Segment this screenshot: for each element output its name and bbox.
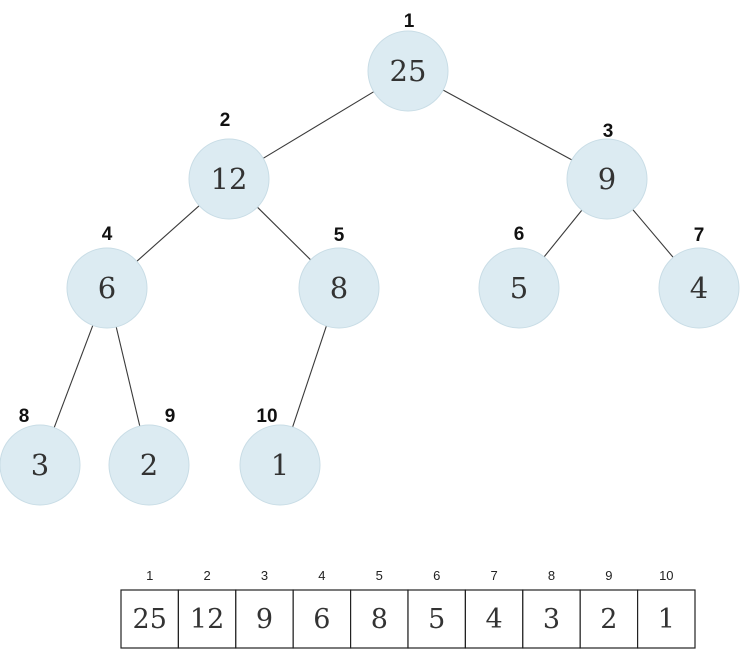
tree-node-7: 47 (658, 225, 740, 329)
array-cell-box (177, 589, 237, 649)
node-circle (478, 247, 560, 329)
array-cell-index: 3 (261, 568, 268, 583)
array-cell-value: 25 (133, 604, 167, 635)
array-cell-value: 12 (190, 604, 224, 635)
array-cell-2: 12 2 (177, 568, 237, 649)
node-index-label: 6 (514, 224, 525, 245)
array-cell-box (120, 589, 180, 649)
tree-node-6: 56 (478, 224, 560, 329)
node-circle (0, 424, 81, 506)
tree-node-8: 38 (0, 406, 81, 506)
array-cell-value: 3 (543, 604, 560, 635)
node-index-label: 8 (19, 406, 30, 427)
tree-node-3: 93 (566, 121, 648, 220)
node-index-label: 1 (404, 11, 415, 32)
node-value: 2 (140, 448, 158, 482)
array-cell-box (636, 589, 696, 649)
node-index-label: 3 (603, 121, 614, 142)
node-circle (367, 30, 449, 112)
array-cell-value: 9 (256, 604, 273, 635)
node-index-label: 7 (694, 225, 705, 246)
array-cell-index: 10 (659, 568, 673, 583)
node-circle (239, 424, 321, 506)
array-cell-9: 29 (579, 568, 639, 649)
node-circle (108, 424, 190, 506)
array-cell-value: 4 (486, 604, 503, 635)
array-cell-box (350, 589, 409, 649)
node-index-label: 10 (256, 406, 277, 427)
tree-node-5: 85 (298, 225, 380, 329)
array-cell-8: 38 (522, 568, 581, 649)
node-value: 1 (271, 448, 289, 482)
node-value: 3 (31, 448, 49, 482)
array-cell-index: 8 (548, 568, 555, 583)
node-index-label: 5 (334, 225, 345, 246)
array-cell-5: 85 (350, 568, 409, 649)
node-value: 25 (390, 54, 427, 88)
node-value: 5 (510, 271, 528, 305)
node-value: 4 (690, 271, 708, 305)
node-value: 6 (98, 271, 116, 305)
edge-3-6 (543, 209, 583, 258)
array-cell-box (407, 589, 467, 649)
edge-3-7 (632, 209, 674, 258)
node-circle (66, 247, 148, 329)
node-circle (298, 247, 380, 329)
node-value: 8 (330, 271, 348, 305)
tree-node-9: 29 (108, 406, 190, 506)
array-cell-index: 9 (605, 568, 612, 583)
tree-node-2: 12 2 (188, 110, 270, 220)
array-cell-value: 6 (313, 604, 330, 635)
array-cell-value: 2 (600, 604, 617, 635)
tree-node-4: 64 (66, 224, 148, 329)
node-circle (188, 138, 270, 220)
array-cell-1: 25 1 (120, 568, 180, 649)
array-cell-index: 2 (203, 568, 210, 583)
node-index-label: 2 (220, 110, 231, 131)
tree-edges (53, 89, 674, 428)
node-index-label: 9 (165, 406, 176, 427)
node-value: 12 (211, 162, 248, 196)
array-cell-10: 1 10 (636, 568, 696, 649)
array-cell-4: 64 (292, 568, 352, 649)
array-cell-index: 7 (490, 568, 497, 583)
array-cell-index: 5 (376, 568, 383, 583)
edge-4-9 (115, 326, 141, 427)
edge-5-10 (292, 325, 327, 428)
array-cell-6: 56 (407, 568, 467, 649)
array-cell-value: 8 (371, 604, 388, 635)
array-cell-7: 47 (464, 568, 524, 649)
array-cell-value: 5 (428, 604, 445, 635)
tree-node-10: 1 10 (239, 406, 321, 506)
array-cell-index: 6 (433, 568, 440, 583)
edge-2-4 (136, 205, 200, 262)
node-value: 9 (598, 162, 616, 196)
array-cell-index: 1 (146, 568, 153, 583)
array-cell-value: 1 (658, 604, 675, 635)
tree-node-1: 25 1 (367, 11, 449, 112)
node-index-label: 4 (102, 224, 113, 245)
array-cell-box (292, 589, 352, 649)
array-cell-box (235, 589, 294, 649)
edge-4-8 (53, 325, 94, 428)
node-circle (658, 247, 740, 329)
edge-1-3 (442, 89, 573, 161)
edge-1-2 (262, 91, 375, 159)
node-circle (566, 138, 648, 220)
edge-2-5 (257, 206, 311, 261)
array-cell-index: 4 (318, 568, 325, 583)
array-cell-3: 93 (235, 568, 294, 649)
